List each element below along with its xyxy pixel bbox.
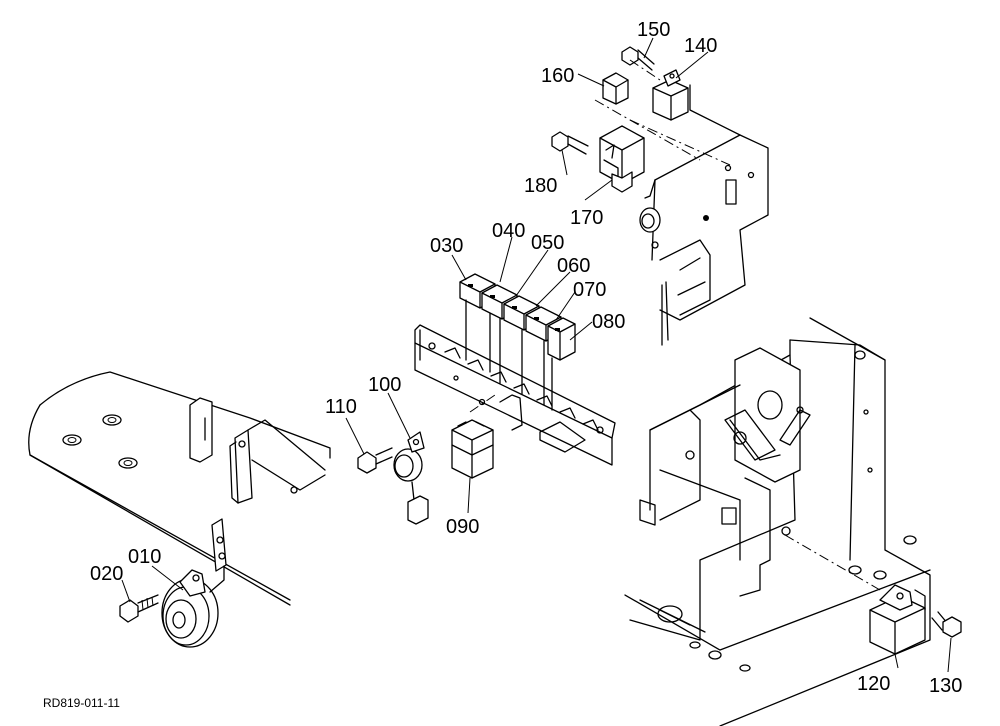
callout-140: 140 <box>684 35 717 57</box>
assembly-lines <box>469 59 881 591</box>
callout-050: 050 <box>531 232 564 254</box>
callout-170: 170 <box>570 207 603 229</box>
switch-120 <box>869 584 926 655</box>
floor-panel <box>28 371 331 606</box>
callout-labels: 010 020 030 040 050 060 070 080 090 100 … <box>90 19 962 697</box>
upper-panel <box>639 84 769 346</box>
relay-140 <box>652 69 689 121</box>
callout-180: 180 <box>524 175 557 197</box>
relay-090 <box>451 419 494 479</box>
callout-010: 010 <box>128 546 161 568</box>
callout-110: 110 <box>325 396 357 418</box>
callout-060: 060 <box>557 255 590 277</box>
bolt-020 <box>119 594 159 623</box>
callout-070: 070 <box>573 279 606 301</box>
callout-090: 090 <box>446 516 479 538</box>
callout-020: 020 <box>90 563 123 585</box>
drawing-code: RD819-011-11 <box>43 696 120 710</box>
buzzer-100 <box>393 431 429 525</box>
callout-040: 040 <box>492 220 525 242</box>
relay-bracket <box>414 324 616 466</box>
bolt-150 <box>621 46 655 71</box>
main-frame <box>624 317 931 726</box>
callout-130: 130 <box>929 675 962 697</box>
callout-080: 080 <box>592 311 625 333</box>
callout-100: 100 <box>368 374 401 396</box>
relays-030-080 <box>459 273 576 411</box>
callout-030: 030 <box>430 235 463 257</box>
callout-150: 150 <box>637 19 670 41</box>
leader-lines <box>121 37 952 673</box>
callout-160: 160 <box>541 65 574 87</box>
bolt-110 <box>357 447 393 474</box>
controller-170 <box>599 125 645 193</box>
horn-010 <box>161 565 225 648</box>
bolt-130 <box>931 611 962 638</box>
part-160 <box>602 72 629 105</box>
callout-120: 120 <box>857 673 890 695</box>
bolt-180 <box>551 131 589 155</box>
